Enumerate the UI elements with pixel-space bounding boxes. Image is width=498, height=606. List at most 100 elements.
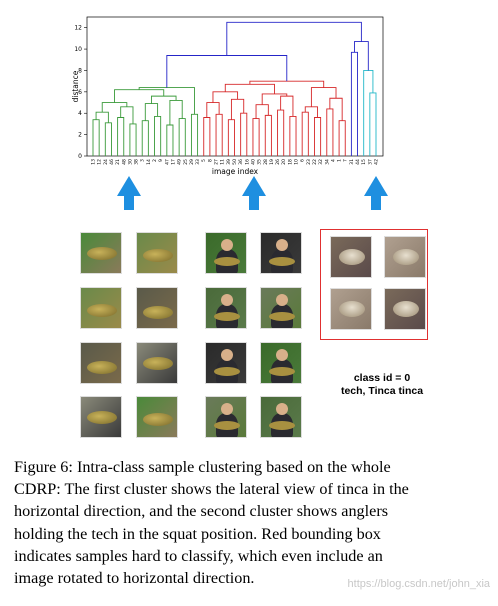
fish-shape (143, 306, 173, 319)
sample-thumbnail (136, 232, 178, 274)
leaf-label: 12 (97, 159, 103, 165)
figure-caption: Figure 6: Intra-class sample clustering … (14, 456, 488, 589)
y-axis-label: distance (71, 70, 80, 102)
dendrogram-link (277, 109, 285, 156)
dendrogram-link (369, 92, 377, 156)
dendrogram-link (227, 119, 235, 156)
fish-shape (143, 357, 173, 370)
y-tick-label: 8 (78, 67, 82, 74)
y-tick-label: 2 (78, 132, 82, 139)
dendrogram-link (212, 91, 239, 103)
leaf-label: 4 (330, 159, 336, 162)
leaf-label: 32 (318, 159, 324, 165)
dendrogram-link (144, 103, 159, 121)
leaf-label: 46 (109, 159, 115, 165)
sample-thumbnail (260, 342, 302, 384)
sample-thumbnail (205, 342, 247, 384)
hand-fish-shape (393, 301, 419, 317)
dendrogram-link (329, 97, 343, 121)
dendrogram-link (264, 114, 272, 156)
leaf-label: 28 (263, 159, 269, 165)
leaf-label: 30 (127, 159, 133, 165)
angler-head-shape (276, 294, 288, 306)
sample-thumbnail (205, 396, 247, 438)
sample-thumbnail (80, 287, 122, 329)
dendrogram-link (350, 51, 358, 156)
dendrogram-link (314, 117, 322, 156)
sample-thumbnail (384, 288, 426, 330)
hand-fish-shape (339, 249, 365, 265)
x-axis-label: image index (212, 167, 259, 176)
caption-line: holding the tech in the squat position. … (14, 524, 381, 543)
leaf-label: 25 (183, 159, 189, 165)
hand-fish-shape (339, 301, 365, 317)
leaf-label: 14 (146, 159, 152, 165)
leaf-label: 48 (121, 159, 127, 165)
leaf-label: 49 (177, 159, 183, 165)
dendrogram-link (310, 87, 337, 107)
dendrogram-link (301, 111, 309, 156)
dendrogram-link (129, 123, 137, 156)
dendrogram-link (252, 118, 260, 156)
dendrogram-link (95, 111, 109, 123)
leaf-label: 20 (281, 159, 287, 165)
leaf-label: 11 (220, 159, 226, 165)
angler-head-shape (276, 349, 288, 361)
dendrogram-link (154, 115, 162, 156)
fish-shape (143, 249, 173, 262)
class-name-text: tech, Tinca tinca (340, 385, 424, 397)
up-arrow-icon (364, 176, 388, 210)
sample-thumbnail (205, 232, 247, 274)
leaf-label: 50 (232, 159, 238, 165)
angler-head-shape (221, 403, 233, 415)
leaf-label: 1 (337, 159, 343, 162)
dendrogram-link (224, 83, 275, 94)
leaf-label: 42 (374, 159, 380, 165)
leaf-label: 33 (195, 159, 201, 165)
class-label: class id = 0 tech, Tinca tinca (312, 372, 452, 398)
leaf-label: 22 (312, 159, 318, 165)
angler-head-shape (276, 403, 288, 415)
fish-shape (214, 421, 240, 430)
dendrogram-link (261, 93, 288, 105)
dendrogram-link (166, 55, 288, 88)
caption-line: image rotated to horizontal direction. (14, 569, 255, 588)
angler-head-shape (221, 239, 233, 251)
up-arrow-icon (242, 176, 266, 210)
angler-head-shape (221, 349, 233, 361)
plot-frame (86, 16, 384, 157)
leaf-label: 34 (324, 159, 330, 165)
sample-thumbnail (80, 342, 122, 384)
sample-thumbnail (330, 288, 372, 330)
dendrogram-link (203, 117, 211, 156)
fish-shape (214, 312, 240, 321)
leaf-label: 24 (103, 159, 109, 165)
class-id-text: class id = 0 (353, 372, 411, 384)
leaf-label: 6 (300, 159, 306, 162)
up-arrow-icon-shape (117, 176, 141, 210)
caption-line: indicates samples hard to classify, whic… (14, 546, 383, 565)
sample-thumbnail (260, 287, 302, 329)
dendrogram-link (354, 41, 369, 71)
leaf-label: 38 (134, 159, 140, 165)
hard-samples-bounding-box (320, 229, 428, 340)
fish-shape (87, 411, 117, 424)
angler-head-shape (221, 294, 233, 306)
leaf-label: 26 (275, 159, 281, 165)
leaf-label: 16 (244, 159, 250, 165)
dendrogram-link (169, 99, 183, 125)
sample-thumbnail (80, 232, 122, 274)
angler-head-shape (276, 239, 288, 251)
dendrogram-link (150, 95, 177, 104)
fish-shape (269, 312, 295, 321)
sample-thumbnail (80, 396, 122, 438)
dendrogram-link (215, 113, 223, 156)
sample-thumbnail (330, 236, 372, 278)
fish-shape (269, 257, 295, 266)
leaf-label: 17 (170, 159, 176, 165)
fish-shape (143, 413, 173, 426)
leaf-label: 27 (214, 159, 220, 165)
dendrogram-link (178, 118, 186, 156)
dendrogram-link (120, 106, 134, 124)
